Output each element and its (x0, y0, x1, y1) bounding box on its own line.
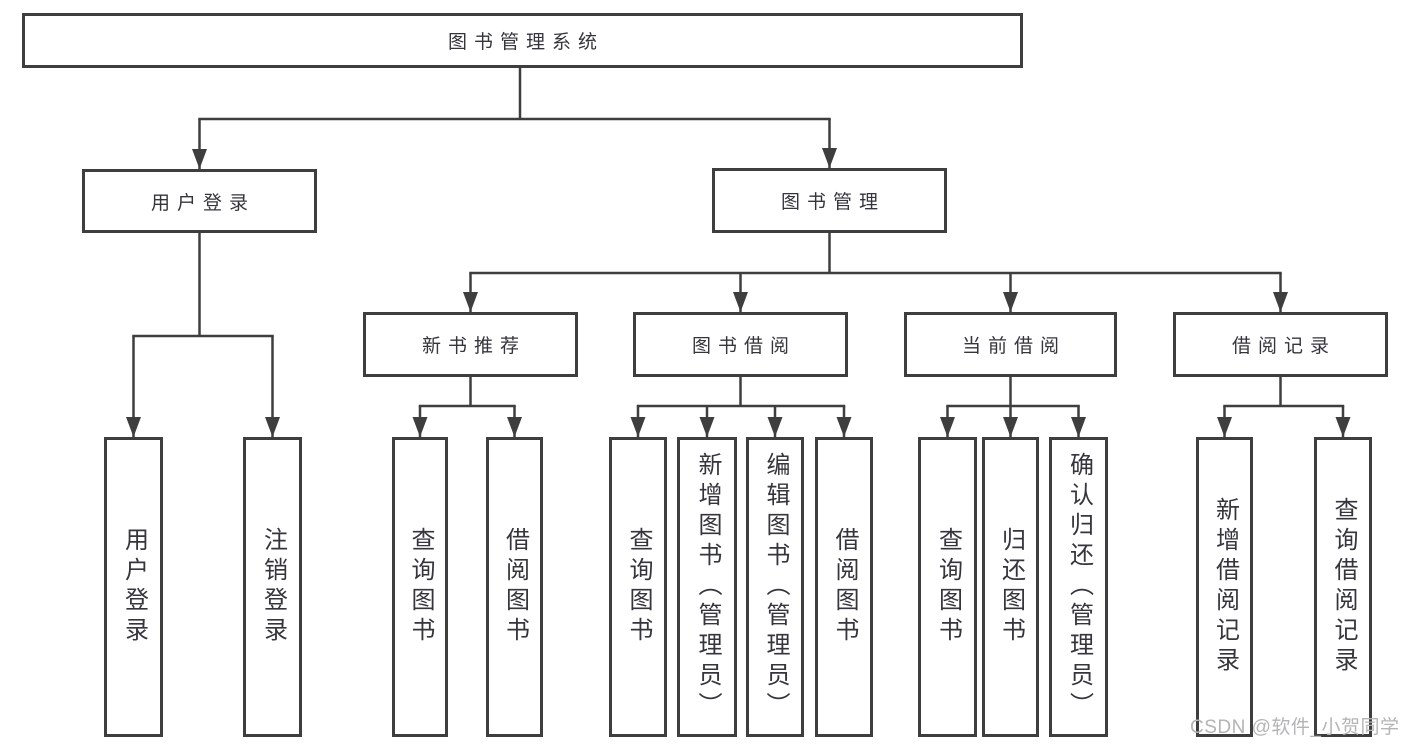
leaf-user-login: 用户登录 (104, 437, 163, 737)
node-book-management: 图书管理 (712, 168, 947, 233)
leaf-borrow-book-recommend: 借阅图书 (486, 437, 543, 737)
node-book-borrow: 图书借阅 (633, 312, 848, 377)
leaf-query-book-borrow: 查询图书 (609, 437, 667, 737)
leaf-logout: 注销登录 (243, 437, 302, 737)
node-new-book-recommend: 新书推荐 (363, 312, 578, 377)
leaf-return-book: 归还图书 (982, 437, 1039, 737)
leaf-add-borrow-record: 新增借阅记录 (1196, 437, 1253, 737)
node-root: 图书管理系统 (22, 13, 1023, 68)
node-borrow-records: 借阅记录 (1173, 312, 1388, 377)
leaf-query-book-current: 查询图书 (918, 437, 977, 737)
leaf-add-book-admin: 新增图书（管理员） (677, 437, 737, 737)
leaf-edit-book-admin: 编辑图书（管理员） (746, 437, 804, 737)
leaf-query-book-recommend: 查询图书 (392, 437, 448, 737)
leaf-borrow-book: 借阅图书 (815, 437, 873, 737)
watermark: CSDN @软件_小贺同学 (1190, 717, 1400, 738)
leaf-confirm-return-admin: 确认归还（管理员） (1049, 437, 1108, 737)
node-user-login: 用户登录 (82, 169, 317, 233)
leaf-query-borrow-record: 查询借阅记录 (1314, 437, 1372, 737)
node-current-borrow: 当前借阅 (904, 312, 1117, 377)
